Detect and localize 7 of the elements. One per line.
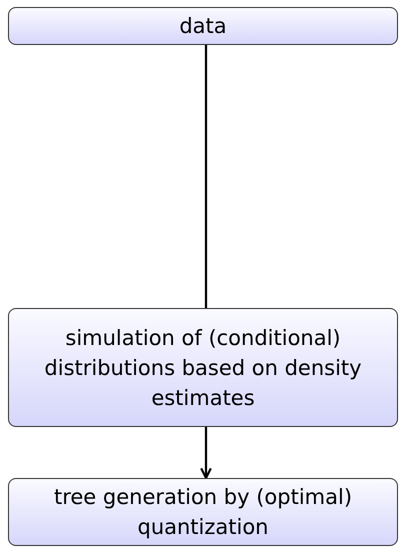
arrow [200, 427, 212, 480]
box-label: simulation of (conditional) distributions based on density estimates [43, 324, 363, 412]
box-label: tree generation by (optimal) quantization [53, 484, 353, 541]
process-box [8, 308, 398, 427]
process-box [8, 478, 398, 546]
process-box [8, 7, 398, 45]
box-label: data [179, 13, 227, 40]
